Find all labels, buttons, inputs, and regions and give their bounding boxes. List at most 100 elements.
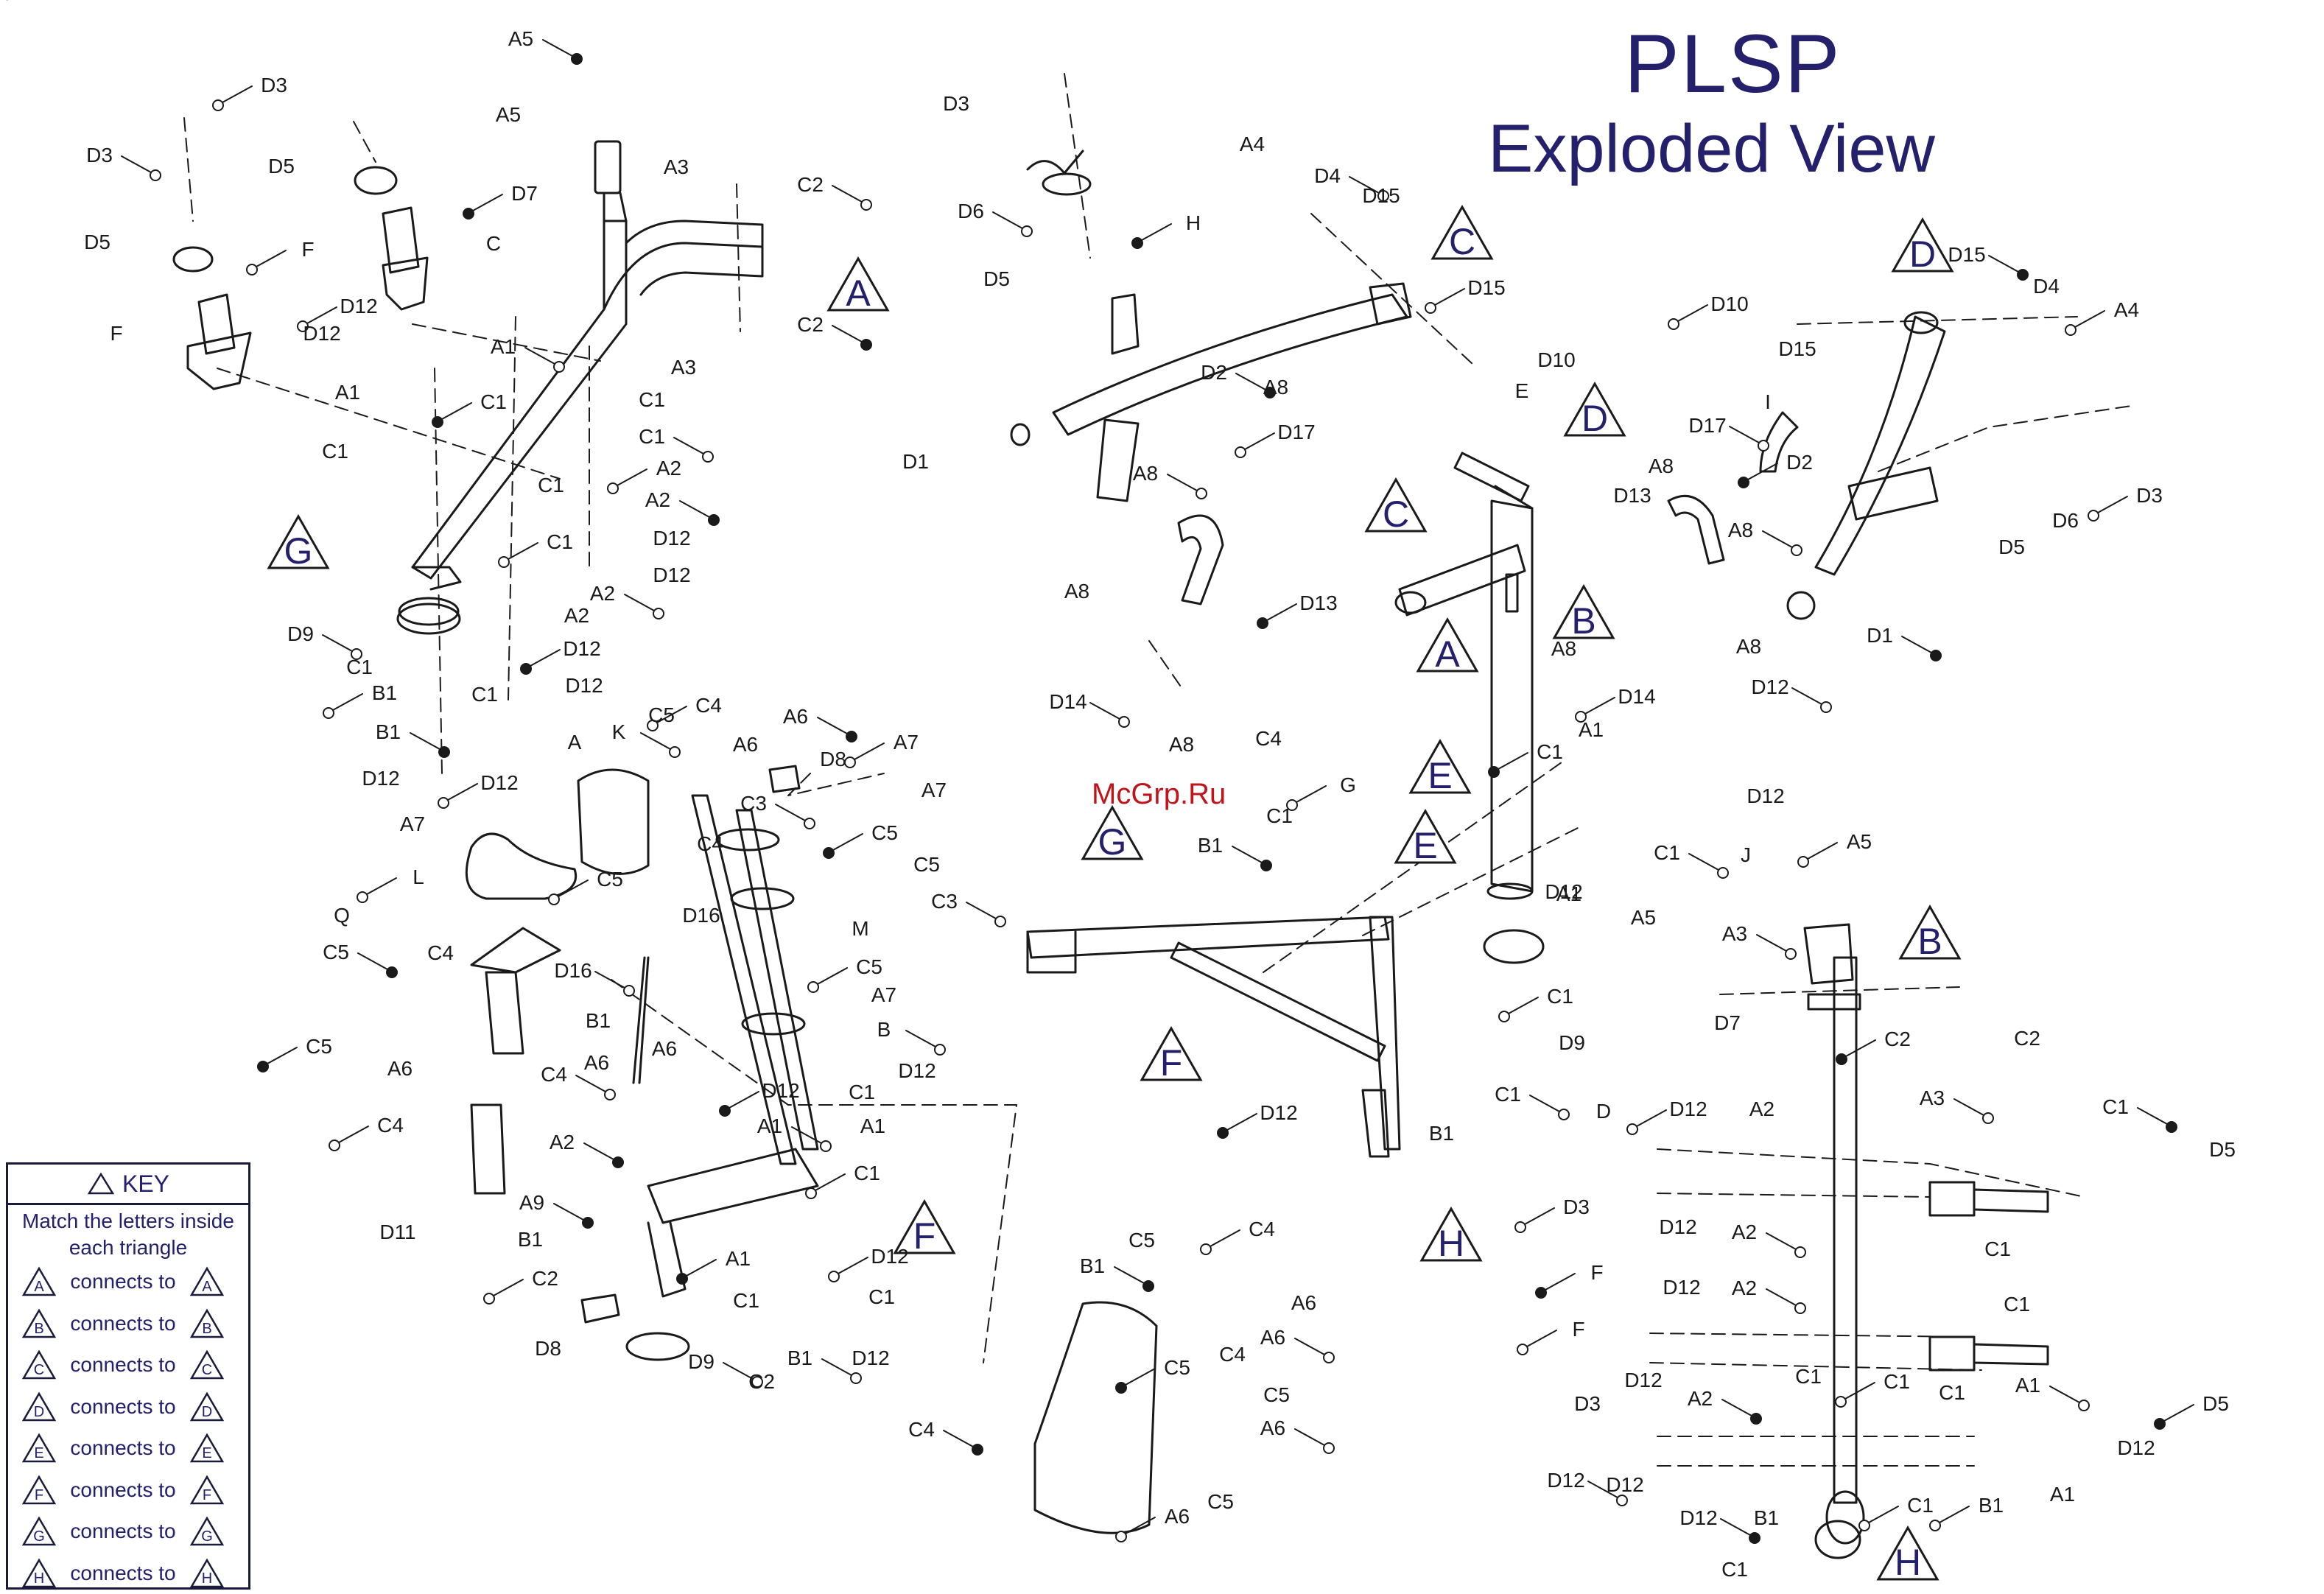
hardware-dot	[1196, 488, 1207, 499]
leader-line	[2164, 1405, 2194, 1421]
hardware-dot	[258, 1061, 268, 1072]
hardware-dot	[572, 54, 582, 64]
callout-d2: D2	[1201, 361, 1227, 384]
callout-b1: B1	[376, 720, 401, 743]
callout-g: G	[1340, 773, 1356, 796]
hardware-dot	[1425, 303, 1436, 313]
leader-line	[729, 1092, 759, 1108]
pad-ring-d9-lower	[627, 1333, 689, 1360]
leader-line	[1498, 753, 1528, 769]
hardware-dot	[677, 1274, 687, 1284]
callout-c5: C5	[648, 703, 675, 726]
hardware-dot	[1218, 1128, 1228, 1138]
callout-d12: D12	[1547, 1469, 1584, 1492]
hardware-dot	[432, 417, 443, 427]
pad-ring-d9-left	[398, 598, 460, 633]
key-letter-from: H	[34, 1570, 44, 1587]
hardware-dot	[1489, 767, 1499, 777]
svg-text:B: B	[1917, 921, 1942, 962]
hardware-dot	[357, 892, 368, 902]
callout-d12: D12	[563, 637, 600, 660]
hardware-dot	[1859, 1520, 1870, 1531]
callout-a4: A4	[1240, 133, 1265, 155]
triangle-icon: B	[189, 1308, 225, 1339]
callout-a8: A8	[1133, 462, 1158, 485]
marker-triangle-a: A	[829, 259, 888, 314]
callout-a1: A1	[2015, 1374, 2040, 1397]
triangle-icon: C	[21, 1349, 57, 1380]
key-legend: KEY Match the letters inside each triang…	[6, 1162, 250, 1590]
svg-text:G: G	[284, 530, 313, 572]
callout-b1: B1	[1979, 1494, 2004, 1517]
callout-c1: C1	[322, 440, 348, 463]
leader-line	[576, 1075, 605, 1092]
leader-line	[2138, 1108, 2167, 1124]
base-frame-a-part	[1028, 917, 1400, 1156]
post-d-part	[1805, 924, 2048, 1558]
callout-a1: A1	[860, 1114, 885, 1137]
key-letter-to: A	[202, 1279, 212, 1295]
post-d11	[471, 1105, 505, 1193]
callout-b1: B1	[1429, 1122, 1454, 1145]
callout-c4: C4	[377, 1114, 404, 1137]
marker-triangle-h: H	[1878, 1528, 1937, 1583]
leader-line	[410, 733, 440, 749]
leader-line	[776, 804, 805, 821]
hardware-dot	[1257, 618, 1268, 628]
callout-d2: D2	[1786, 451, 1813, 474]
callout-c2: C2	[797, 173, 824, 196]
svg-text:C: C	[1449, 221, 1475, 262]
hardware-dot	[2088, 510, 2099, 521]
callout-d9: D9	[1559, 1031, 1585, 1054]
callout-c4: C4	[1255, 727, 1282, 750]
callout-c4: C4	[697, 832, 723, 855]
hardware-dot	[1536, 1288, 1546, 1298]
hardware-dot	[1758, 440, 1769, 451]
callout-a6: A6	[1260, 1416, 1285, 1439]
leader-line	[1721, 1519, 1750, 1535]
triangle-icon: F	[189, 1475, 225, 1506]
callout-d12: D12	[653, 563, 690, 586]
handle-d13-center	[1179, 516, 1223, 604]
callout-a8: A8	[1064, 580, 1089, 603]
callout-d3: D3	[943, 92, 969, 115]
key-connects-text: connects to	[57, 1353, 189, 1377]
callout-c1: C1	[1795, 1365, 1822, 1388]
hardware-dot	[806, 1188, 816, 1198]
callout-d4: D4	[1314, 164, 1341, 187]
callout-d1: D1	[902, 450, 929, 473]
svg-text:F: F	[913, 1215, 936, 1257]
callout-d5: D5	[983, 267, 1010, 290]
hardware-dot	[2079, 1400, 2089, 1411]
leader-line	[832, 186, 862, 202]
leader-line	[1763, 531, 1792, 547]
hardware-dot	[521, 664, 531, 674]
leader-line	[1766, 1289, 1796, 1305]
callout-c2: C2	[1884, 1028, 1911, 1050]
leader-line	[818, 968, 847, 984]
triangle-icon: G	[21, 1516, 57, 1547]
callout-a5: A5	[1847, 830, 1872, 853]
bar-h-part	[1011, 151, 1411, 501]
callout-d: D	[1596, 1100, 1611, 1123]
key-letter-from: C	[34, 1362, 44, 1378]
callout-c4: C4	[1249, 1218, 1275, 1240]
callout-b1: B1	[1754, 1506, 1779, 1529]
hardware-dot	[247, 264, 257, 275]
leader-line	[641, 733, 670, 749]
callout-a2: A2	[550, 1131, 575, 1154]
callout-d12: D12	[1679, 1506, 1717, 1529]
callout-d3: D3	[2136, 484, 2163, 507]
callout-d10: D10	[1537, 348, 1575, 371]
triangle-icon: B	[21, 1308, 57, 1339]
callout-d9: D9	[0, 0, 13, 4]
leader-line	[1757, 935, 1786, 951]
hardware-dot	[995, 916, 1005, 927]
callout-d3: D3	[1574, 1392, 1601, 1415]
callout-a7: A7	[894, 731, 919, 754]
callout-d5: D5	[1998, 536, 2025, 558]
triangle-icon: F	[21, 1475, 57, 1506]
callout-b1: B1	[518, 1228, 543, 1251]
leader-line	[333, 694, 362, 710]
